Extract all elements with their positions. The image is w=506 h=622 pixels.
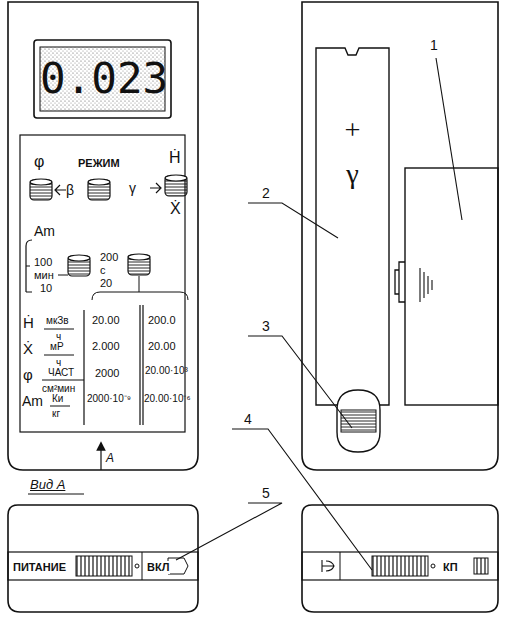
range-value: 20.00	[92, 315, 120, 326]
time-unit: мин	[34, 270, 54, 281]
unit-label: мР	[50, 342, 64, 352]
unit-label: кг	[52, 409, 60, 419]
time-value: 20	[100, 278, 112, 289]
quantity-symbol: Am	[34, 224, 55, 238]
unit-label: Am	[22, 394, 43, 408]
callout-number: 5	[262, 486, 270, 500]
range-value: 200.0	[148, 315, 176, 326]
quantity-symbol: Ḣ	[169, 150, 181, 166]
unit-label: Ки	[52, 394, 63, 404]
callout-number: 1	[430, 38, 438, 52]
range-value: 2.000	[92, 341, 120, 352]
mode-label: РЕЖИМ	[78, 158, 120, 169]
battery-compartment: +γ	[316, 48, 389, 405]
time-value: 200	[100, 252, 118, 263]
unit-label: Ḣ	[23, 315, 34, 330]
field-symbol: φ	[34, 154, 44, 170]
callout-number: 2	[262, 186, 270, 200]
lcd-display: 0.023	[40, 47, 165, 111]
view-label: Вид А	[30, 478, 65, 491]
display-reading: 0.023	[40, 57, 165, 100]
range-value: 20.00	[148, 341, 176, 352]
radiation-symbol: β	[66, 183, 74, 197]
callout-number: 3	[262, 319, 270, 333]
view-label: A	[106, 452, 114, 464]
callout-number: 4	[244, 412, 252, 426]
switch-label: ВКЛ	[146, 561, 170, 574]
radiation-symbol: γ	[129, 181, 136, 195]
unit-label: φ	[23, 367, 33, 382]
time-value: 10	[40, 283, 52, 294]
time-value: 100	[34, 257, 52, 268]
unit-label: ч	[56, 332, 61, 342]
polarity-mark: γ	[316, 160, 389, 188]
switch-label: ПИТАНИЕ	[12, 561, 67, 574]
quantity-symbol: Ẋ	[170, 201, 181, 217]
polarity-mark: +	[316, 116, 389, 144]
unit-label: мкЗв	[46, 316, 69, 326]
unit-label: ч	[56, 358, 61, 368]
range-value: 20.00·10⁻⁶	[144, 394, 191, 404]
time-unit: с	[100, 265, 106, 276]
range-value: 2000·10⁻⁹	[87, 394, 131, 404]
switch-label: КП	[442, 561, 459, 574]
range-value: 20.00·10³	[145, 366, 188, 376]
unit-label: Ẋ	[23, 341, 33, 356]
unit-label: см²мин	[42, 384, 75, 394]
range-value: 2000	[95, 368, 119, 379]
unit-label: ЧАСТ	[48, 368, 74, 378]
